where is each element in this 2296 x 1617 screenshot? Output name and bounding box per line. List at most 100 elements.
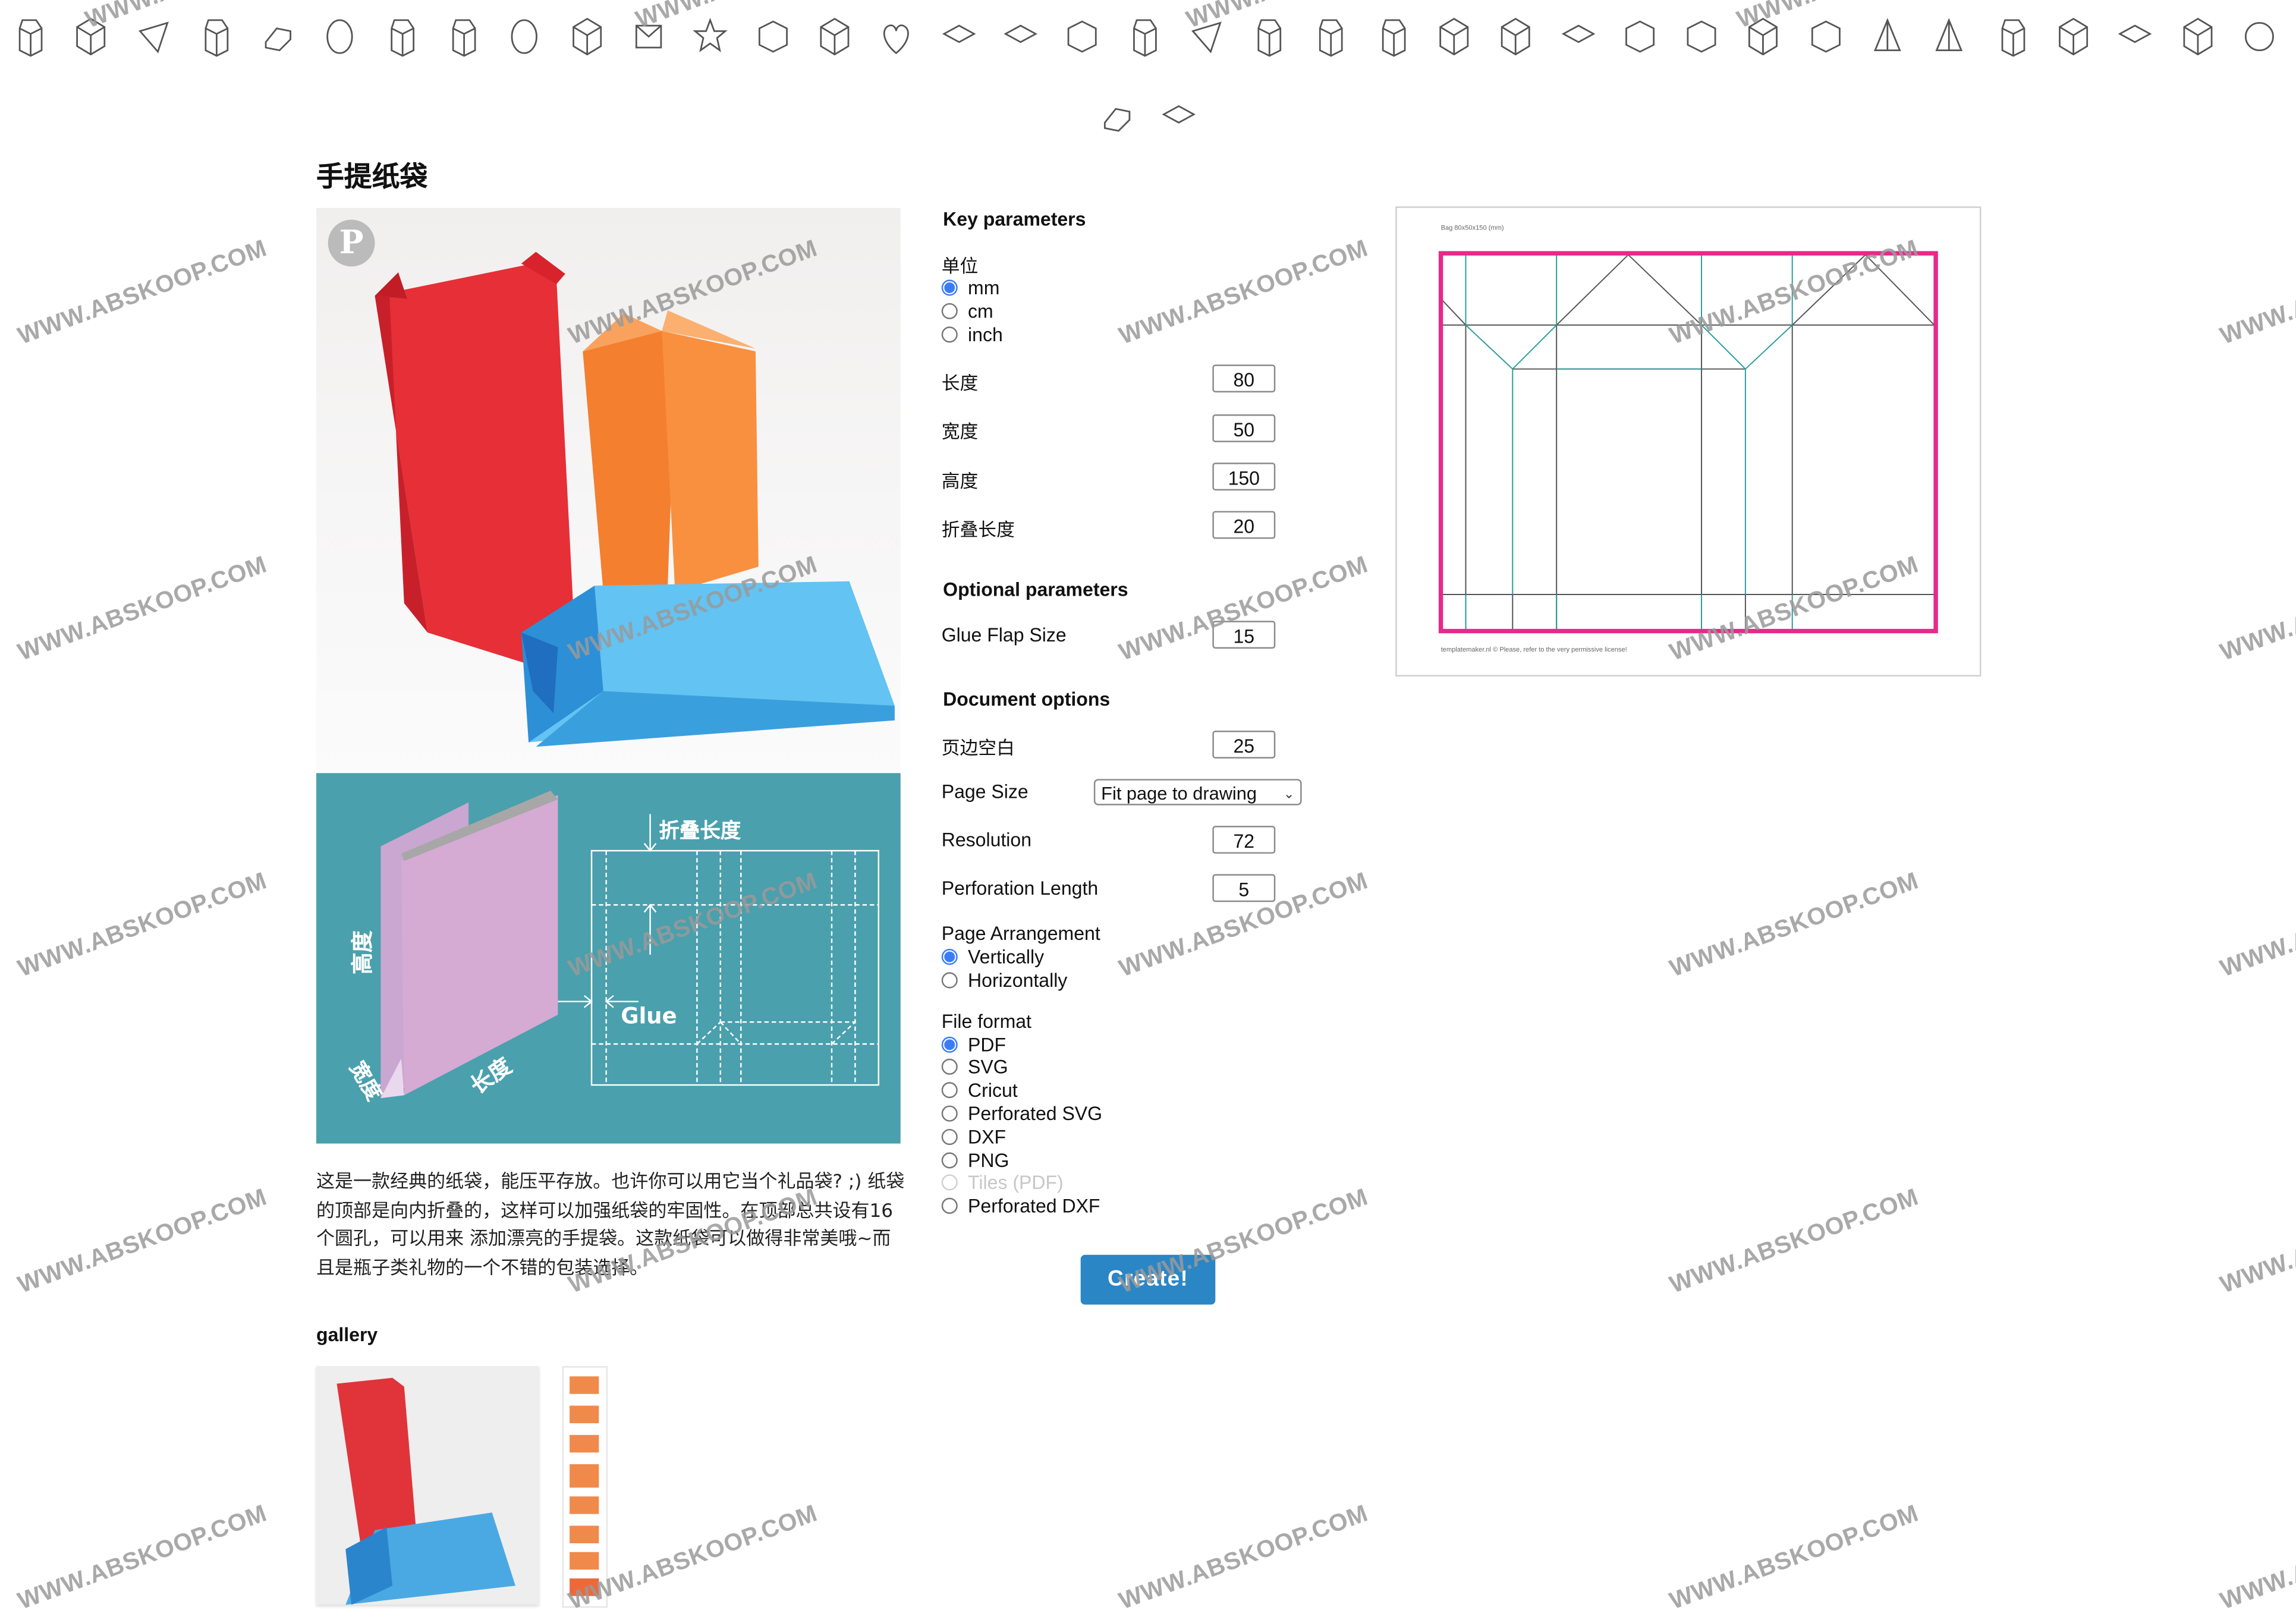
gallery-thumbnail-instructions[interactable] [562,1366,608,1608]
height-input[interactable]: 150 [1212,463,1276,491]
fold-length-input[interactable]: 20 [1212,511,1276,539]
file-format-option-label: DXF [968,1125,1007,1148]
star-2-icon[interactable] [2240,15,2278,59]
radio-button[interactable] [941,1152,958,1168]
unit-option[interactable]: cm [941,298,993,322]
gift-box-icon[interactable] [1097,95,1135,139]
unit-option[interactable]: inch [941,322,1003,345]
teardrop-icon[interactable] [1187,15,1225,59]
watermark-text: WWW.ABSKOOP.COM [14,867,271,983]
pyramid-icon[interactable] [1744,15,1782,59]
egg-icon[interactable] [506,15,544,59]
file-format-option[interactable]: Perforated SVG [941,1102,1102,1125]
file-format-option[interactable]: Perforated DXF [941,1194,1100,1218]
cup-box-icon[interactable] [1311,15,1349,59]
glue-flap-input[interactable]: 15 [1212,621,1276,649]
framed-box-icon[interactable] [1435,15,1473,59]
cube-complex-icon[interactable] [1249,15,1287,59]
flat-box-icon[interactable] [939,15,977,59]
width-input[interactable]: 50 [1212,414,1276,442]
perforation-length-input[interactable]: 5 [1212,874,1276,902]
radio-button[interactable] [941,1105,958,1122]
wedge-icon[interactable] [134,15,172,59]
file-format-option[interactable]: Cricut [941,1078,1018,1102]
drum-icon[interactable] [1930,15,1968,59]
radio-button[interactable] [941,1197,958,1215]
description-text: 这是一款经典的纸袋，能压平存放。也许你可以用它当个礼品袋? ;) 纸袋的顶部是向… [316,1169,905,1278]
create-button[interactable]: Create! [1080,1254,1216,1305]
unit-option[interactable]: mm [941,275,999,298]
watermark-text: WWW.ABSKOOP.COM [1666,867,1922,983]
file-format-option-label: SVG [968,1056,1008,1078]
length-input[interactable]: 80 [1212,364,1276,393]
octagonal-prism-icon[interactable] [1682,15,1721,59]
radio-button[interactable] [941,326,958,342]
radio-button[interactable] [941,971,958,988]
file-format-option[interactable]: PDF [941,1032,1007,1055]
flat-diamond-icon[interactable] [1497,15,1535,59]
hexagonal-prism-icon[interactable] [1621,15,1659,59]
page-arrangement-label: Page Arrangement [941,922,1100,945]
file-format-option-label: PDF [968,1033,1007,1055]
template-preview: Bag 80x50x150 (mm) [1395,206,1982,677]
file-format-option[interactable]: DXF [941,1125,1007,1148]
stacked-cube-icon[interactable] [72,15,110,59]
watermark-text: WWW.ABSKOOP.COM [2216,1500,2296,1615]
diamond-icon[interactable] [753,15,791,59]
bevel-box-icon[interactable] [1373,15,1411,59]
file-format-option[interactable]: PNG [941,1148,1009,1171]
margin-input[interactable]: 25 [1212,731,1276,759]
crystal-icon[interactable] [1869,15,1907,59]
watermark-text: WWW.ABSKOOP.COM [1666,1500,1922,1615]
resolution-input[interactable]: 72 [1212,826,1276,854]
flat-tray-icon[interactable] [1001,15,1039,59]
star-icon[interactable] [2178,15,2216,59]
file-format-option[interactable]: SVG [941,1055,1008,1078]
arrangement-option[interactable]: Vertically [941,945,1044,968]
house-box-icon[interactable] [1063,15,1101,59]
icosahedron-icon[interactable] [1559,15,1597,59]
paper-bags-illustration [375,251,895,747]
chevron-down-icon: ⌄ [1283,786,1295,801]
radio-button [941,1175,958,1191]
cone-frustum-icon[interactable] [320,15,358,59]
file-format-label: File format [941,1010,1031,1033]
tray-icon[interactable] [1992,15,2030,59]
gear-flower-icon[interactable] [691,15,729,59]
radio-button[interactable] [941,1059,958,1075]
tilted-box-icon[interactable] [258,15,296,59]
unit-label: 单位 [941,254,979,277]
radio-button[interactable] [941,302,958,319]
gallery-thumbnail-photo[interactable] [316,1366,539,1605]
cube-icon[interactable] [816,15,854,59]
cylinder-elliptic-icon[interactable] [568,15,606,59]
unit-option-label: cm [968,299,993,322]
radio-button[interactable] [941,1128,958,1145]
fold-length-label: 折叠长度 [659,820,741,844]
pinterest-icon[interactable]: P [328,219,375,267]
hex-prism-icon[interactable] [10,15,48,59]
page-size-select[interactable]: Fit page to drawing ⌄ [1093,779,1302,806]
watermark-text: WWW.ABSKOOP.COM [1115,1500,1372,1615]
radio-button[interactable] [941,1082,958,1099]
sphere-icon[interactable] [2116,15,2154,59]
tall-prism-icon[interactable] [196,15,234,59]
twisted-prism-icon[interactable] [382,15,420,59]
radio-button[interactable] [941,1036,958,1052]
envelope-icon[interactable] [630,15,668,59]
heart-icon[interactable] [877,15,916,59]
watermark-text: WWW.ABSKOOP.COM [2216,235,2296,350]
curved-prism-icon[interactable] [444,15,482,59]
preview-footer: templatemaker.nl © Please, refer to the … [1440,646,1627,653]
arrangement-option[interactable]: Horizontally [941,968,1067,991]
rounded-pillow-icon[interactable] [1125,15,1163,59]
flat-plate-icon[interactable] [1160,95,1198,139]
tetrahedron-icon[interactable] [1807,15,1845,59]
radio-button[interactable] [941,279,958,295]
radio-button[interactable] [941,948,958,964]
page-title: 手提纸袋 [316,161,428,194]
file-format-option-label: PNG [968,1149,1009,1171]
bag-dimension-illustration [380,791,880,1099]
cube-stack-icon[interactable] [2054,15,2092,59]
